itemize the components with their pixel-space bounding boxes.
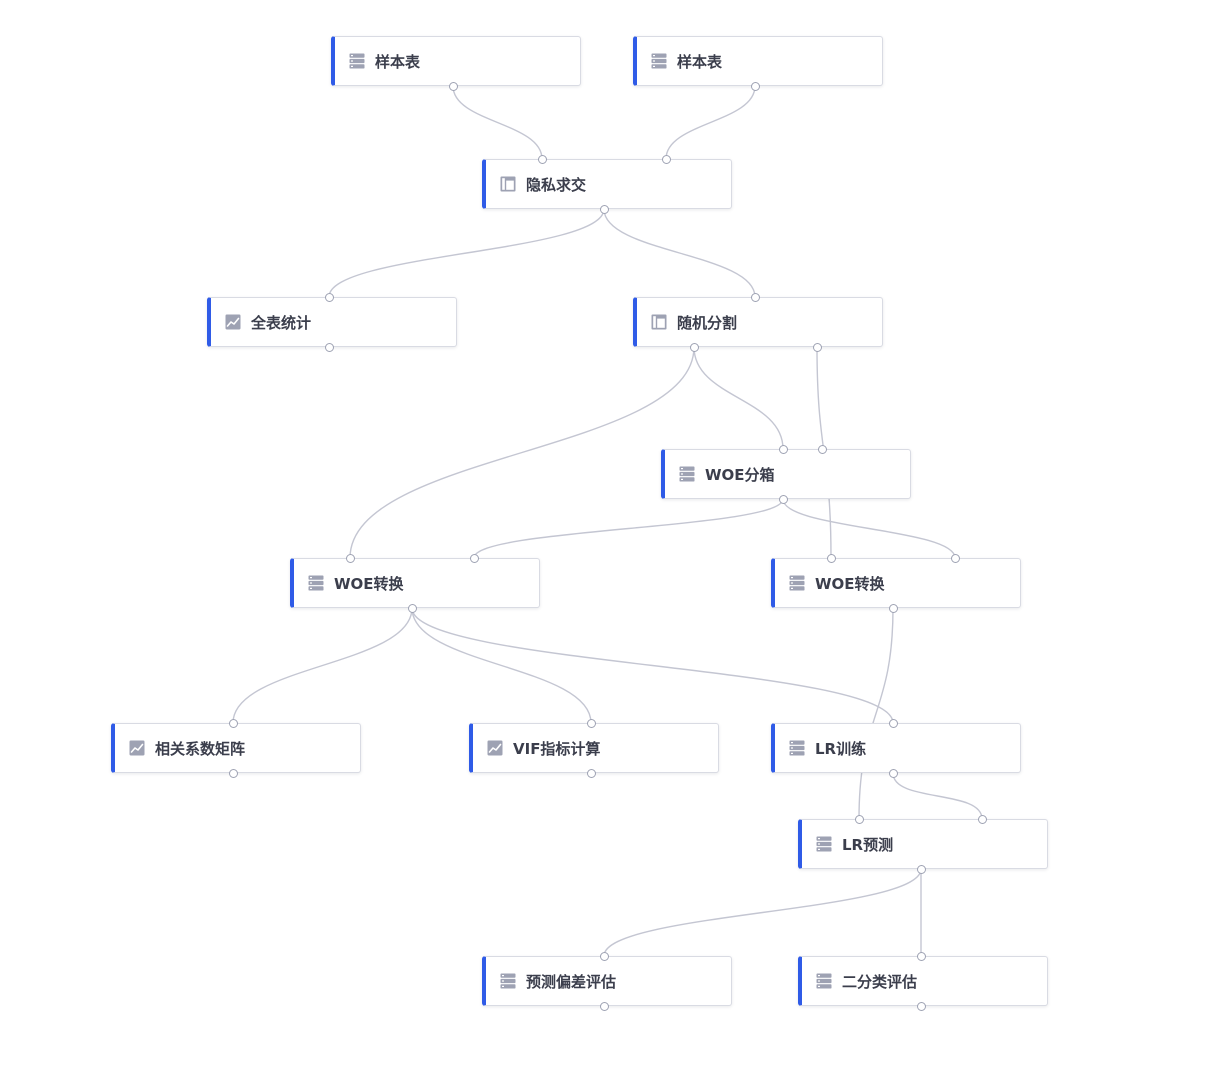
node-label: LR预测 (842, 835, 894, 854)
output-port[interactable] (812, 342, 822, 352)
connection-n5-n7[interactable] (349, 346, 695, 559)
table-icon (679, 466, 695, 482)
input-port[interactable] (950, 553, 960, 563)
table-icon (789, 740, 805, 756)
connection-n12-n13[interactable] (603, 868, 922, 957)
output-port[interactable] (407, 603, 417, 613)
output-port[interactable] (324, 342, 334, 352)
output-port[interactable] (750, 81, 760, 91)
node-n6[interactable]: WOE分箱 (661, 449, 911, 499)
node-n7[interactable]: WOE转换 (290, 558, 540, 608)
node-label: LR训练 (815, 739, 867, 758)
output-port[interactable] (916, 864, 926, 874)
connection-n8-n12[interactable] (858, 607, 894, 820)
connection-n7-n9[interactable] (232, 607, 413, 724)
chart-icon (225, 314, 241, 330)
output-port[interactable] (586, 768, 596, 778)
node-n3[interactable]: 隐私求交 (482, 159, 732, 209)
node-label: VIF指标计算 (513, 739, 601, 758)
input-port[interactable] (537, 154, 547, 164)
node-label: 随机分割 (677, 313, 738, 332)
input-port[interactable] (345, 553, 355, 563)
chart-icon (487, 740, 503, 756)
connection-n6-n8[interactable] (782, 498, 956, 559)
node-n9[interactable]: 相关系数矩阵 (111, 723, 361, 773)
input-port[interactable] (817, 444, 827, 454)
output-port[interactable] (888, 768, 898, 778)
input-port[interactable] (854, 814, 864, 824)
output-port[interactable] (228, 768, 238, 778)
table-icon (349, 53, 365, 69)
connection-n7-n10[interactable] (411, 607, 592, 724)
input-port[interactable] (469, 553, 479, 563)
node-label: 样本表 (375, 52, 421, 71)
connection-n3-n4[interactable] (328, 208, 605, 298)
node-label: 预测偏差评估 (526, 972, 617, 991)
node-label: 相关系数矩阵 (155, 739, 246, 758)
node-label: 样本表 (677, 52, 723, 71)
connection-n7-n11[interactable] (411, 607, 894, 724)
table-icon (651, 53, 667, 69)
node-n8[interactable]: WOE转换 (771, 558, 1021, 608)
node-label: 二分类评估 (842, 972, 918, 991)
input-port[interactable] (977, 814, 987, 824)
connection-n5-n6[interactable] (693, 346, 784, 450)
output-port[interactable] (599, 204, 609, 214)
input-port[interactable] (750, 292, 760, 302)
connection-n11-n12[interactable] (892, 772, 983, 820)
node-label: 隐私求交 (526, 175, 587, 194)
output-port[interactable] (689, 342, 699, 352)
output-port[interactable] (888, 603, 898, 613)
node-n4[interactable]: 全表统计 (207, 297, 457, 347)
node-n12[interactable]: LR预测 (798, 819, 1048, 869)
connection-n1-n3[interactable] (452, 85, 543, 160)
node-n11[interactable]: LR训练 (771, 723, 1021, 773)
input-port[interactable] (888, 718, 898, 728)
chart-icon (129, 740, 145, 756)
node-label: WOE分箱 (705, 465, 775, 484)
node-label: 全表统计 (251, 313, 312, 332)
node-n1[interactable]: 样本表 (331, 36, 581, 86)
node-n14[interactable]: 二分类评估 (798, 956, 1048, 1006)
output-port[interactable] (599, 1001, 609, 1011)
input-port[interactable] (661, 154, 671, 164)
input-port[interactable] (916, 951, 926, 961)
connection-n3-n5[interactable] (603, 208, 756, 298)
table-icon (500, 973, 516, 989)
input-port[interactable] (826, 553, 836, 563)
node-label: WOE转换 (334, 574, 404, 593)
node-n10[interactable]: VIF指标计算 (469, 723, 719, 773)
input-port[interactable] (599, 951, 609, 961)
table-icon (308, 575, 324, 591)
output-port[interactable] (448, 81, 458, 91)
table-icon (816, 973, 832, 989)
output-port[interactable] (916, 1001, 926, 1011)
input-port[interactable] (586, 718, 596, 728)
input-port[interactable] (778, 444, 788, 454)
output-port[interactable] (778, 494, 788, 504)
layout-icon (500, 176, 516, 192)
layout-icon (651, 314, 667, 330)
table-icon (816, 836, 832, 852)
connection-n2-n3[interactable] (665, 85, 756, 160)
input-port[interactable] (324, 292, 334, 302)
connection-n6-n7[interactable] (473, 498, 784, 559)
node-n13[interactable]: 预测偏差评估 (482, 956, 732, 1006)
node-n5[interactable]: 随机分割 (633, 297, 883, 347)
table-icon (789, 575, 805, 591)
input-port[interactable] (228, 718, 238, 728)
node-n2[interactable]: 样本表 (633, 36, 883, 86)
node-label: WOE转换 (815, 574, 885, 593)
